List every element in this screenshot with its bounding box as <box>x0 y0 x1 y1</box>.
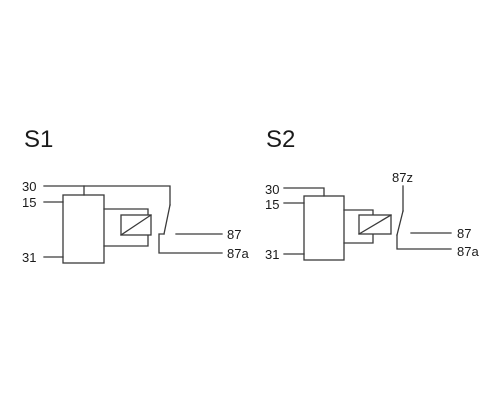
relay-diagram-s1: S1 30 15 31 87 87a <box>22 126 249 265</box>
pin-label-15: 15 <box>265 197 279 212</box>
relay-diagram-s2: S2 30 15 31 87z 87 87a <box>265 126 479 262</box>
diagram-title-s2: S2 <box>266 126 295 153</box>
pin-label-87a: 87a <box>457 244 479 259</box>
pin-label-15: 15 <box>22 195 36 210</box>
pin-30-wire <box>283 187 325 197</box>
pin-label-31: 31 <box>265 247 279 262</box>
relay-coil-diagonal <box>120 214 152 236</box>
switch-contact <box>396 210 404 236</box>
pin-label-87z: 87z <box>392 170 413 185</box>
pin-label-87a: 87a <box>227 246 249 261</box>
pin-label-30: 30 <box>265 182 279 197</box>
pin-30-wire <box>43 185 171 206</box>
relay-coil-diagonal <box>358 214 392 235</box>
diagram-title-s1: S1 <box>24 126 53 153</box>
pin-label-87: 87 <box>457 226 471 241</box>
pin-label-30: 30 <box>22 179 36 194</box>
pin-label-31: 31 <box>22 250 36 265</box>
switch-contact <box>163 204 171 235</box>
pin-87a-wire <box>396 234 452 250</box>
pin-label-87: 87 <box>227 227 241 242</box>
pin-87a-wire <box>158 233 223 254</box>
relay-body <box>62 194 105 264</box>
relay-body <box>303 195 345 261</box>
